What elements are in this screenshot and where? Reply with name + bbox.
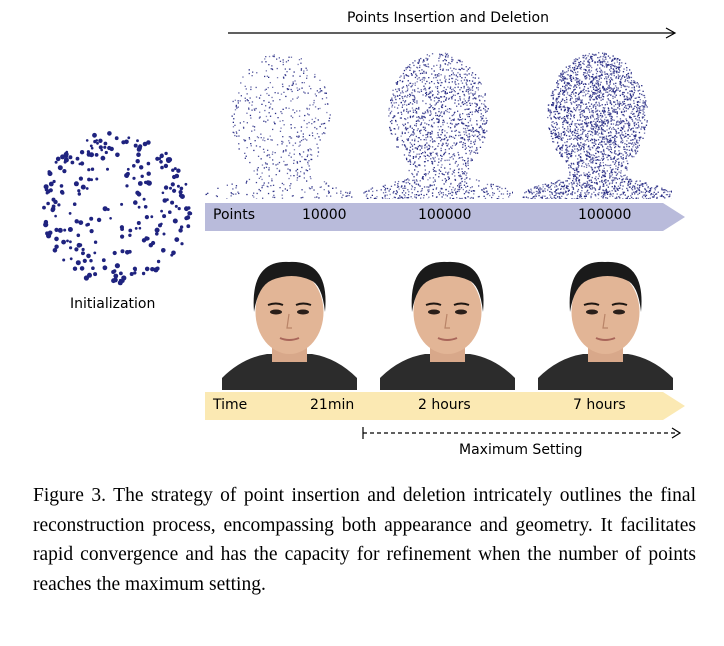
maximum-setting-label: Maximum Setting — [459, 442, 583, 458]
points-value-3: 100000 — [578, 207, 632, 223]
rendered-face-7-hours — [538, 261, 673, 390]
rendered-face-21min — [222, 261, 357, 390]
timeline-arrow — [228, 27, 677, 39]
time-value-3: 7 hours — [573, 397, 626, 413]
maximum-setting-arrow — [362, 427, 682, 439]
point-cloud-100000-a — [363, 52, 513, 199]
points-band-label: Points — [213, 207, 256, 223]
time-band-label: Time — [213, 397, 248, 413]
insertion-deletion-label: Points Insertion and Deletion — [347, 10, 549, 26]
figure-caption: Figure 3. The strategy of point insertio… — [33, 485, 696, 595]
initialization-point-sphere — [42, 131, 193, 286]
points-band-arrow — [205, 203, 685, 231]
rendered-face-2-hours — [380, 261, 515, 390]
time-band-arrow — [205, 392, 685, 420]
point-cloud-100000-b — [522, 52, 672, 199]
initialization-label: Initialization — [70, 296, 156, 312]
time-value-1: 21min — [310, 397, 355, 413]
point-cloud-10000 — [205, 54, 353, 199]
points-value-2: 100000 — [418, 207, 472, 223]
points-value-1: 10000 — [302, 207, 347, 223]
time-value-2: 2 hours — [418, 397, 471, 413]
